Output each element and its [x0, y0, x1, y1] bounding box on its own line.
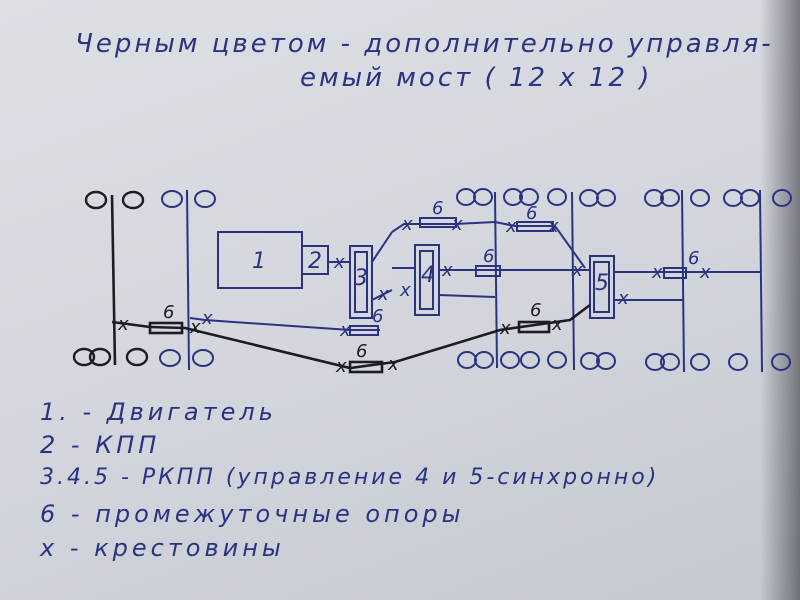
- svg-text:x: x: [117, 314, 129, 335]
- svg-text:x: x: [441, 260, 453, 281]
- support-6-label-6: 6: [163, 302, 174, 323]
- axle-front-blue: [186, 189, 190, 371]
- legend-item-1: 1. - Двигатель: [40, 398, 277, 426]
- svg-text:x: x: [499, 318, 511, 339]
- wheels-bottom: [72, 347, 791, 371]
- svg-text:x: x: [399, 280, 411, 301]
- support-6-label-5: 6: [372, 306, 383, 327]
- wheels-top: [84, 188, 792, 210]
- support-6-top-right: [516, 221, 554, 232]
- support-6-black-mid: [348, 360, 384, 374]
- svg-text:x: x: [339, 320, 351, 341]
- svg-text:x: x: [377, 284, 389, 305]
- axle-rear-3: [681, 189, 685, 373]
- transfer-case-5: [589, 255, 615, 319]
- transfer-case-5-inner: [593, 261, 610, 313]
- svg-text:x: x: [401, 214, 413, 235]
- transfer-case-3-label: 3: [354, 266, 368, 291]
- transfer-case-3-inner: [354, 251, 368, 313]
- shaft-to-rear-top: [391, 221, 496, 233]
- svg-text:x: x: [201, 308, 213, 329]
- legend-item-2: 2 - КПП: [40, 431, 160, 459]
- title-line-2: емый мост ( 12 х 12 ): [300, 63, 652, 93]
- background-shadow: [760, 0, 800, 600]
- svg-text:x: x: [451, 214, 463, 235]
- svg-text:x: x: [189, 317, 201, 338]
- support-6-label-7: 6: [356, 341, 367, 362]
- legend-item-5: х - крестовины: [39, 534, 285, 562]
- shaft-added-axle-black: [111, 303, 591, 370]
- svg-text:x: x: [505, 216, 517, 237]
- support-6-mid: [475, 265, 501, 277]
- engine-label: 1: [252, 249, 266, 274]
- support-6-label-1: 6: [432, 198, 443, 219]
- shaft-3-top: [371, 231, 393, 263]
- axle-rear-1: [494, 191, 498, 369]
- transfer-case-4-label: 4: [421, 263, 435, 288]
- svg-text:x: x: [547, 216, 559, 237]
- support-6-top-left: [419, 217, 457, 228]
- support-6-black-rear: [517, 320, 551, 334]
- support-6-label-8: 6: [530, 300, 541, 321]
- support-6-label-2: 6: [526, 203, 537, 224]
- svg-text:x: x: [699, 262, 711, 283]
- svg-text:x: x: [335, 356, 347, 377]
- shaft-front-blue: [189, 317, 380, 331]
- svg-text:x: x: [617, 288, 629, 309]
- support-6-front-blue: [349, 325, 379, 336]
- gearbox-label: 2: [308, 249, 322, 274]
- svg-text:x: x: [387, 354, 399, 375]
- legend-item-3: 3.4.5 - РКПП (управление 4 и 5-синхронно…: [40, 465, 659, 490]
- shaft-4-axle: [438, 294, 496, 298]
- cross-joints: x x x x x x x x x x x x x x x x x x x x: [117, 214, 711, 377]
- svg-text:x: x: [333, 252, 345, 273]
- axle-front-black: [110, 194, 117, 366]
- svg-text:x: x: [571, 260, 583, 281]
- support-6-label-3: 6: [483, 246, 494, 267]
- legend-item-4: 6 - промежуточные опоры: [40, 500, 465, 528]
- gearbox-block: [301, 245, 329, 275]
- svg-text:x: x: [651, 262, 663, 283]
- support-6-label-4: 6: [688, 248, 699, 269]
- svg-text:x: x: [551, 314, 563, 335]
- title-line-1: Черным цветом - дополнительно управля-: [75, 29, 774, 59]
- axle-rear-2: [571, 191, 575, 371]
- transfer-case-4: [414, 244, 440, 316]
- transfer-case-5-label: 5: [595, 271, 609, 296]
- support-6-black-front: [148, 321, 184, 335]
- shaft-top-to-5: [494, 221, 586, 269]
- transfer-case-3: [349, 245, 373, 319]
- transfer-case-4-inner: [419, 250, 434, 310]
- shaft-3-4-low: [371, 289, 393, 301]
- axle-rear-4: [759, 189, 763, 373]
